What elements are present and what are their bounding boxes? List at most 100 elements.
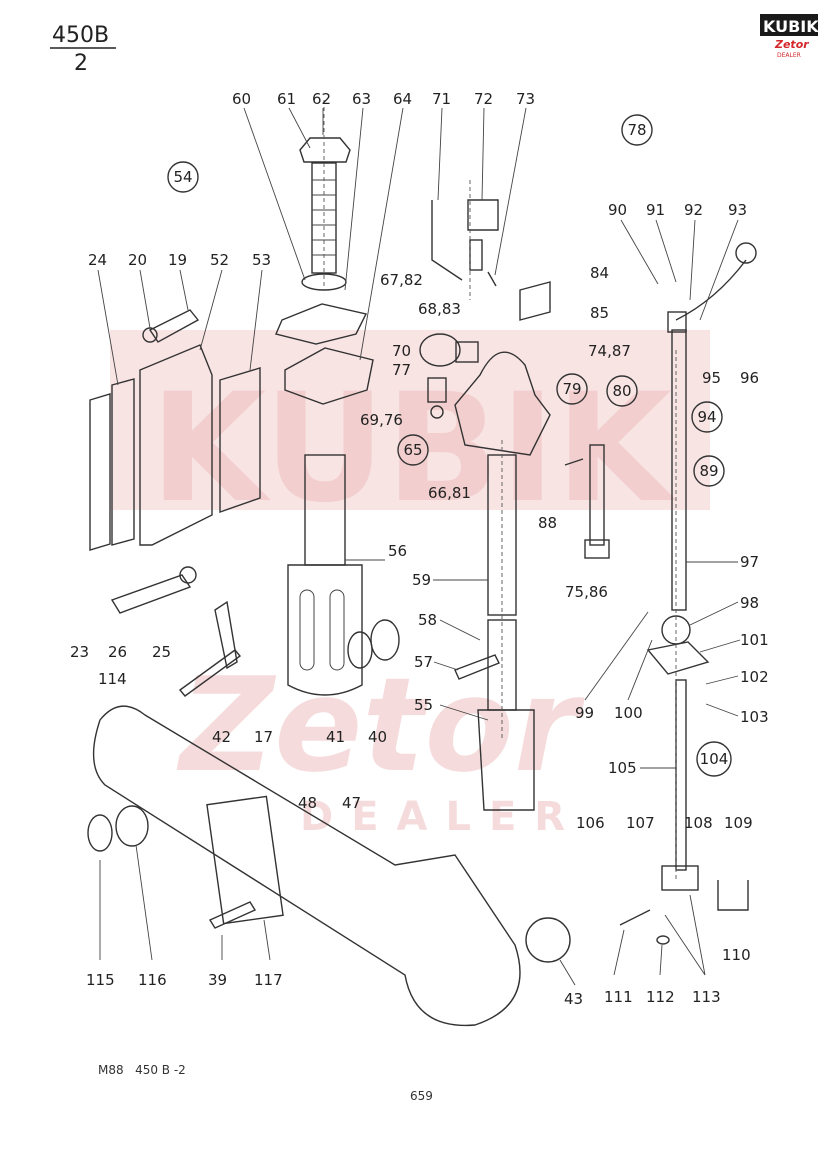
part-label: 106 bbox=[576, 814, 605, 832]
leader-102 bbox=[705, 675, 739, 685]
logo-box bbox=[760, 14, 818, 36]
logo-sub: Zetor bbox=[774, 38, 809, 51]
leader-19 bbox=[179, 269, 189, 311]
part-label: 98 bbox=[740, 594, 759, 612]
part-label: 61 bbox=[277, 90, 296, 108]
leader-112 bbox=[659, 944, 663, 976]
ring-115 bbox=[87, 814, 113, 852]
part-label: 41 bbox=[326, 728, 345, 746]
part-label: 85 bbox=[590, 304, 609, 322]
part-label: 25 bbox=[152, 643, 171, 661]
rod-105 bbox=[675, 679, 687, 871]
rod-97 bbox=[671, 329, 687, 611]
svg-text:89: 89 bbox=[699, 462, 718, 480]
part-label: 77 bbox=[392, 361, 411, 379]
plate-101 bbox=[646, 641, 710, 675]
bolt-111 bbox=[619, 909, 651, 926]
part-label: 97 bbox=[740, 553, 759, 571]
callout-79: 79 bbox=[556, 373, 588, 405]
callout-104: 104 bbox=[696, 741, 732, 777]
part-label: 57 bbox=[414, 653, 433, 671]
leader-63 bbox=[344, 107, 364, 291]
part-label: 24 bbox=[88, 251, 107, 269]
part-label: 117 bbox=[254, 971, 283, 989]
part-label: 105 bbox=[608, 759, 637, 777]
part-label: 88 bbox=[538, 514, 557, 532]
part-label: 71 bbox=[432, 90, 451, 108]
part-label: 102 bbox=[740, 668, 769, 686]
pin-88 bbox=[564, 458, 584, 466]
sheet-code: 450B 2 bbox=[50, 23, 116, 76]
lower-link-114 bbox=[92, 705, 521, 1027]
leader-100 bbox=[627, 639, 653, 701]
part-label: 111 bbox=[604, 988, 633, 1006]
sheet-code-top: 450B bbox=[52, 23, 109, 48]
part-label: 55 bbox=[414, 696, 433, 714]
watermark-band bbox=[110, 330, 710, 510]
clevis-110 bbox=[717, 880, 749, 911]
part-label: 114 bbox=[98, 670, 127, 688]
part-label: 101 bbox=[740, 631, 769, 649]
leader-57 bbox=[433, 661, 459, 671]
part-label: 42 bbox=[212, 728, 231, 746]
fork-56 bbox=[287, 564, 363, 696]
plate-53 bbox=[219, 367, 261, 513]
part-label: 95 bbox=[702, 369, 721, 387]
svg-text:94: 94 bbox=[697, 408, 716, 426]
part-label: 90 bbox=[608, 201, 627, 219]
svg-text:104: 104 bbox=[700, 750, 729, 768]
callout-54: 54 bbox=[167, 161, 199, 193]
leader-98 bbox=[689, 601, 739, 626]
part-label: 53 bbox=[252, 251, 271, 269]
lever-hub-93 bbox=[667, 311, 687, 333]
bolt-19 bbox=[148, 309, 200, 343]
callout-89: 89 bbox=[693, 455, 725, 487]
fork-slot-left bbox=[299, 589, 315, 671]
part-label: 108 bbox=[684, 814, 713, 832]
pin-71 bbox=[431, 200, 463, 281]
part-label: 69,76 bbox=[360, 411, 403, 429]
leader-91 bbox=[655, 219, 677, 283]
part-label: 110 bbox=[722, 946, 751, 964]
plate-24 bbox=[111, 378, 135, 546]
part-label: 100 bbox=[614, 704, 643, 722]
leader-113 bbox=[664, 894, 706, 976]
part-label: 73 bbox=[516, 90, 535, 108]
leader-99 bbox=[584, 611, 649, 701]
leader-55 bbox=[439, 704, 489, 721]
piece-68 bbox=[455, 341, 479, 363]
bolt-26 bbox=[110, 574, 192, 614]
part-label: 107 bbox=[626, 814, 655, 832]
part-label: 47 bbox=[342, 794, 361, 812]
bracket-84 bbox=[519, 281, 551, 321]
part-label: 64 bbox=[393, 90, 412, 108]
part-label: 70 bbox=[392, 342, 411, 360]
leader-61 bbox=[288, 107, 311, 149]
part-label: 17 bbox=[254, 728, 273, 746]
part-label: 75,86 bbox=[565, 583, 608, 601]
handwheel-61 bbox=[299, 137, 351, 163]
plate-23 bbox=[89, 393, 111, 551]
footer-ref: M88 450 B -2 bbox=[98, 1063, 186, 1077]
part-label: 39 bbox=[208, 971, 227, 989]
part-label: 68,83 bbox=[418, 300, 461, 318]
pin-73 bbox=[487, 271, 497, 287]
leader-103 bbox=[705, 703, 739, 717]
part-label: 103 bbox=[740, 708, 769, 726]
part-label: 93 bbox=[728, 201, 747, 219]
svg-text:79: 79 bbox=[562, 380, 581, 398]
leader-43 bbox=[559, 959, 576, 986]
leader-lines bbox=[97, 107, 741, 986]
part-label: 67,82 bbox=[380, 271, 423, 289]
leader-52 bbox=[199, 269, 223, 351]
shaft-75 bbox=[589, 444, 605, 546]
part-label: 40 bbox=[368, 728, 387, 746]
part-label: 109 bbox=[724, 814, 753, 832]
part-label: 113 bbox=[692, 988, 721, 1006]
watermark-brand: KUBIK bbox=[150, 362, 677, 536]
kubik-zetor-logo: KUBIK Zetor DEALER bbox=[760, 14, 819, 59]
knob-96 bbox=[735, 242, 757, 264]
bushing-72 bbox=[469, 239, 483, 271]
bolt-70 bbox=[427, 377, 447, 403]
washer-41 bbox=[347, 631, 373, 669]
